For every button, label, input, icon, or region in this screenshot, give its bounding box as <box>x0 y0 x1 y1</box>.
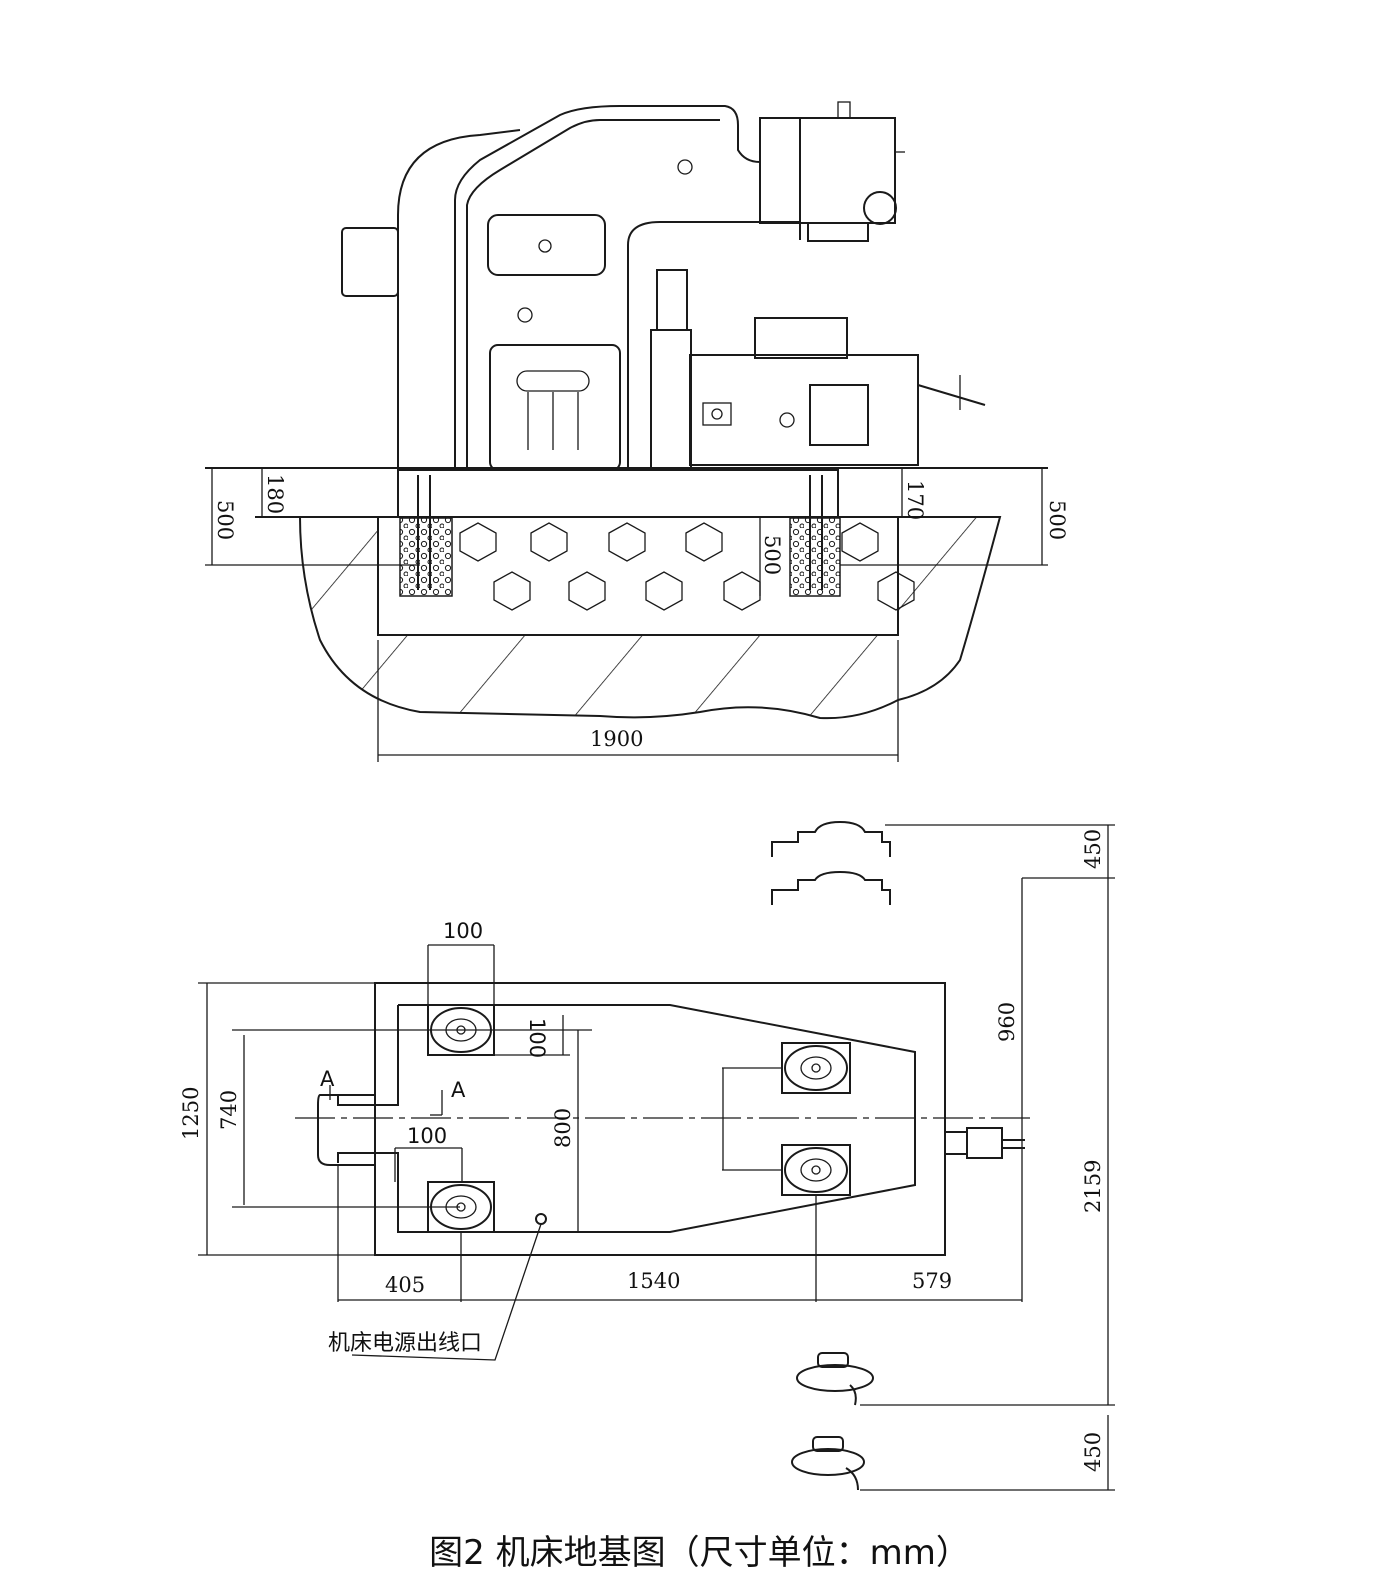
clearance-symbol-top-1 <box>771 820 891 857</box>
dim-bolt-span-740: 740 <box>217 1090 241 1130</box>
section-label-a-right: A <box>451 1078 466 1102</box>
dim-pad-width-top: 100 <box>443 919 483 943</box>
dim-total-length-2159: 2159 <box>1081 1160 1105 1213</box>
dim-clear-bottom-450: 450 <box>1081 1432 1105 1472</box>
dim-1540: 1540 <box>627 1269 680 1293</box>
foundation-drawing: 500 180 170 500 500 1900 <box>179 101 1115 1491</box>
dim-width-1900: 1900 <box>590 727 643 751</box>
soil-hatch <box>298 516 1002 720</box>
section-label-a-left: A <box>320 1067 335 1091</box>
dim-pad-offset: 100 <box>525 1018 549 1058</box>
dim-960: 960 <box>995 1002 1019 1042</box>
bolt-pocket-left <box>399 517 453 597</box>
elevation-view: 500 180 170 500 500 1900 <box>205 101 1069 762</box>
dim-left-bolt: 180 <box>263 474 287 514</box>
dim-total-width-1250: 1250 <box>179 1087 203 1140</box>
figure-caption: 图2 机床地基图（尺寸单位：mm） <box>429 1533 970 1573</box>
plan-view: 100 100 100 1250 740 800 960 2159 450 45… <box>179 820 1115 1491</box>
handwheel-symbol-1 <box>796 1352 874 1406</box>
dim-pocket-depth: 500 <box>760 535 784 575</box>
dim-right-bolt: 170 <box>903 480 927 520</box>
bolt-pad-top-right <box>781 1042 851 1094</box>
dim-579: 579 <box>912 1269 952 1293</box>
dim-pad-width-bottom: 100 <box>407 1124 447 1148</box>
clearance-symbol-top-2 <box>771 870 891 905</box>
dim-right-depth: 500 <box>1045 500 1069 540</box>
dim-left-depth: 500 <box>213 500 237 540</box>
dim-bolt-span-800: 800 <box>551 1108 575 1148</box>
machine-body <box>341 101 986 471</box>
hexagon-pattern <box>459 522 915 611</box>
handwheel-symbol-2 <box>791 1436 865 1491</box>
bolt-pad-bottom-right <box>781 1144 851 1196</box>
power-outlet-label: 机床电源出线口 <box>328 1331 482 1356</box>
bolt-pocket-right <box>789 517 841 597</box>
dim-405: 405 <box>385 1273 425 1297</box>
dim-clear-top-450: 450 <box>1081 829 1105 869</box>
